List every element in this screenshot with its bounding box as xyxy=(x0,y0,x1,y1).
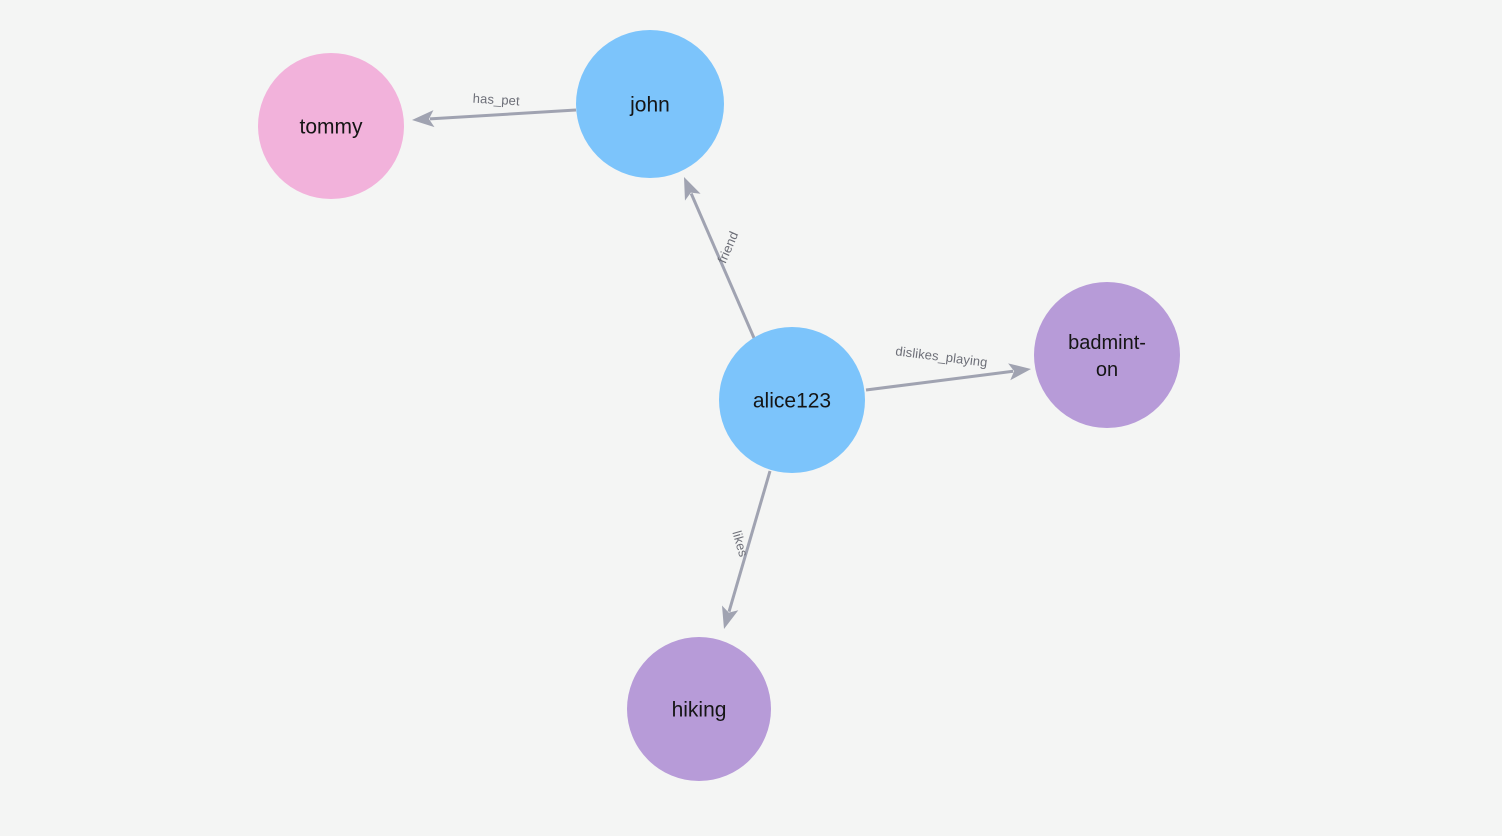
edge-label: has_pet xyxy=(472,91,520,109)
edge-line xyxy=(429,108,577,121)
edge-label: likes xyxy=(729,529,751,559)
graph-edge[interactable]: friend xyxy=(684,177,756,339)
graph-edge[interactable]: likes xyxy=(721,470,772,629)
node-circle[interactable] xyxy=(258,53,404,199)
node-circle[interactable] xyxy=(627,637,771,781)
graph-node-john[interactable]: john xyxy=(576,30,724,178)
graph-node-badminton[interactable]: badmint-on xyxy=(1034,282,1180,428)
edge-arrowhead-icon xyxy=(412,110,435,128)
graph-node-hiking[interactable]: hiking xyxy=(627,637,771,781)
edge-label: dislikes_playing xyxy=(895,343,989,369)
graph-node-tommy[interactable]: tommy xyxy=(258,53,404,199)
edge-line xyxy=(865,369,1014,392)
edge-arrowhead-icon xyxy=(1008,363,1031,381)
edge-line xyxy=(689,192,756,339)
graph-edge[interactable]: dislikes_playing xyxy=(865,343,1031,392)
node-circle[interactable] xyxy=(1034,282,1180,428)
node-circle[interactable] xyxy=(576,30,724,178)
node-circle[interactable] xyxy=(719,327,865,473)
edge-arrowhead-icon xyxy=(684,177,701,201)
edge-label: friend xyxy=(714,229,741,265)
edge-line xyxy=(727,470,772,613)
graph-edge[interactable]: has_pet xyxy=(412,91,577,128)
nodes-layer: tommy john alice123 badmint-on hiking xyxy=(258,30,1180,781)
graph-node-alice123[interactable]: alice123 xyxy=(719,327,865,473)
edge-arrowhead-icon xyxy=(721,605,739,629)
